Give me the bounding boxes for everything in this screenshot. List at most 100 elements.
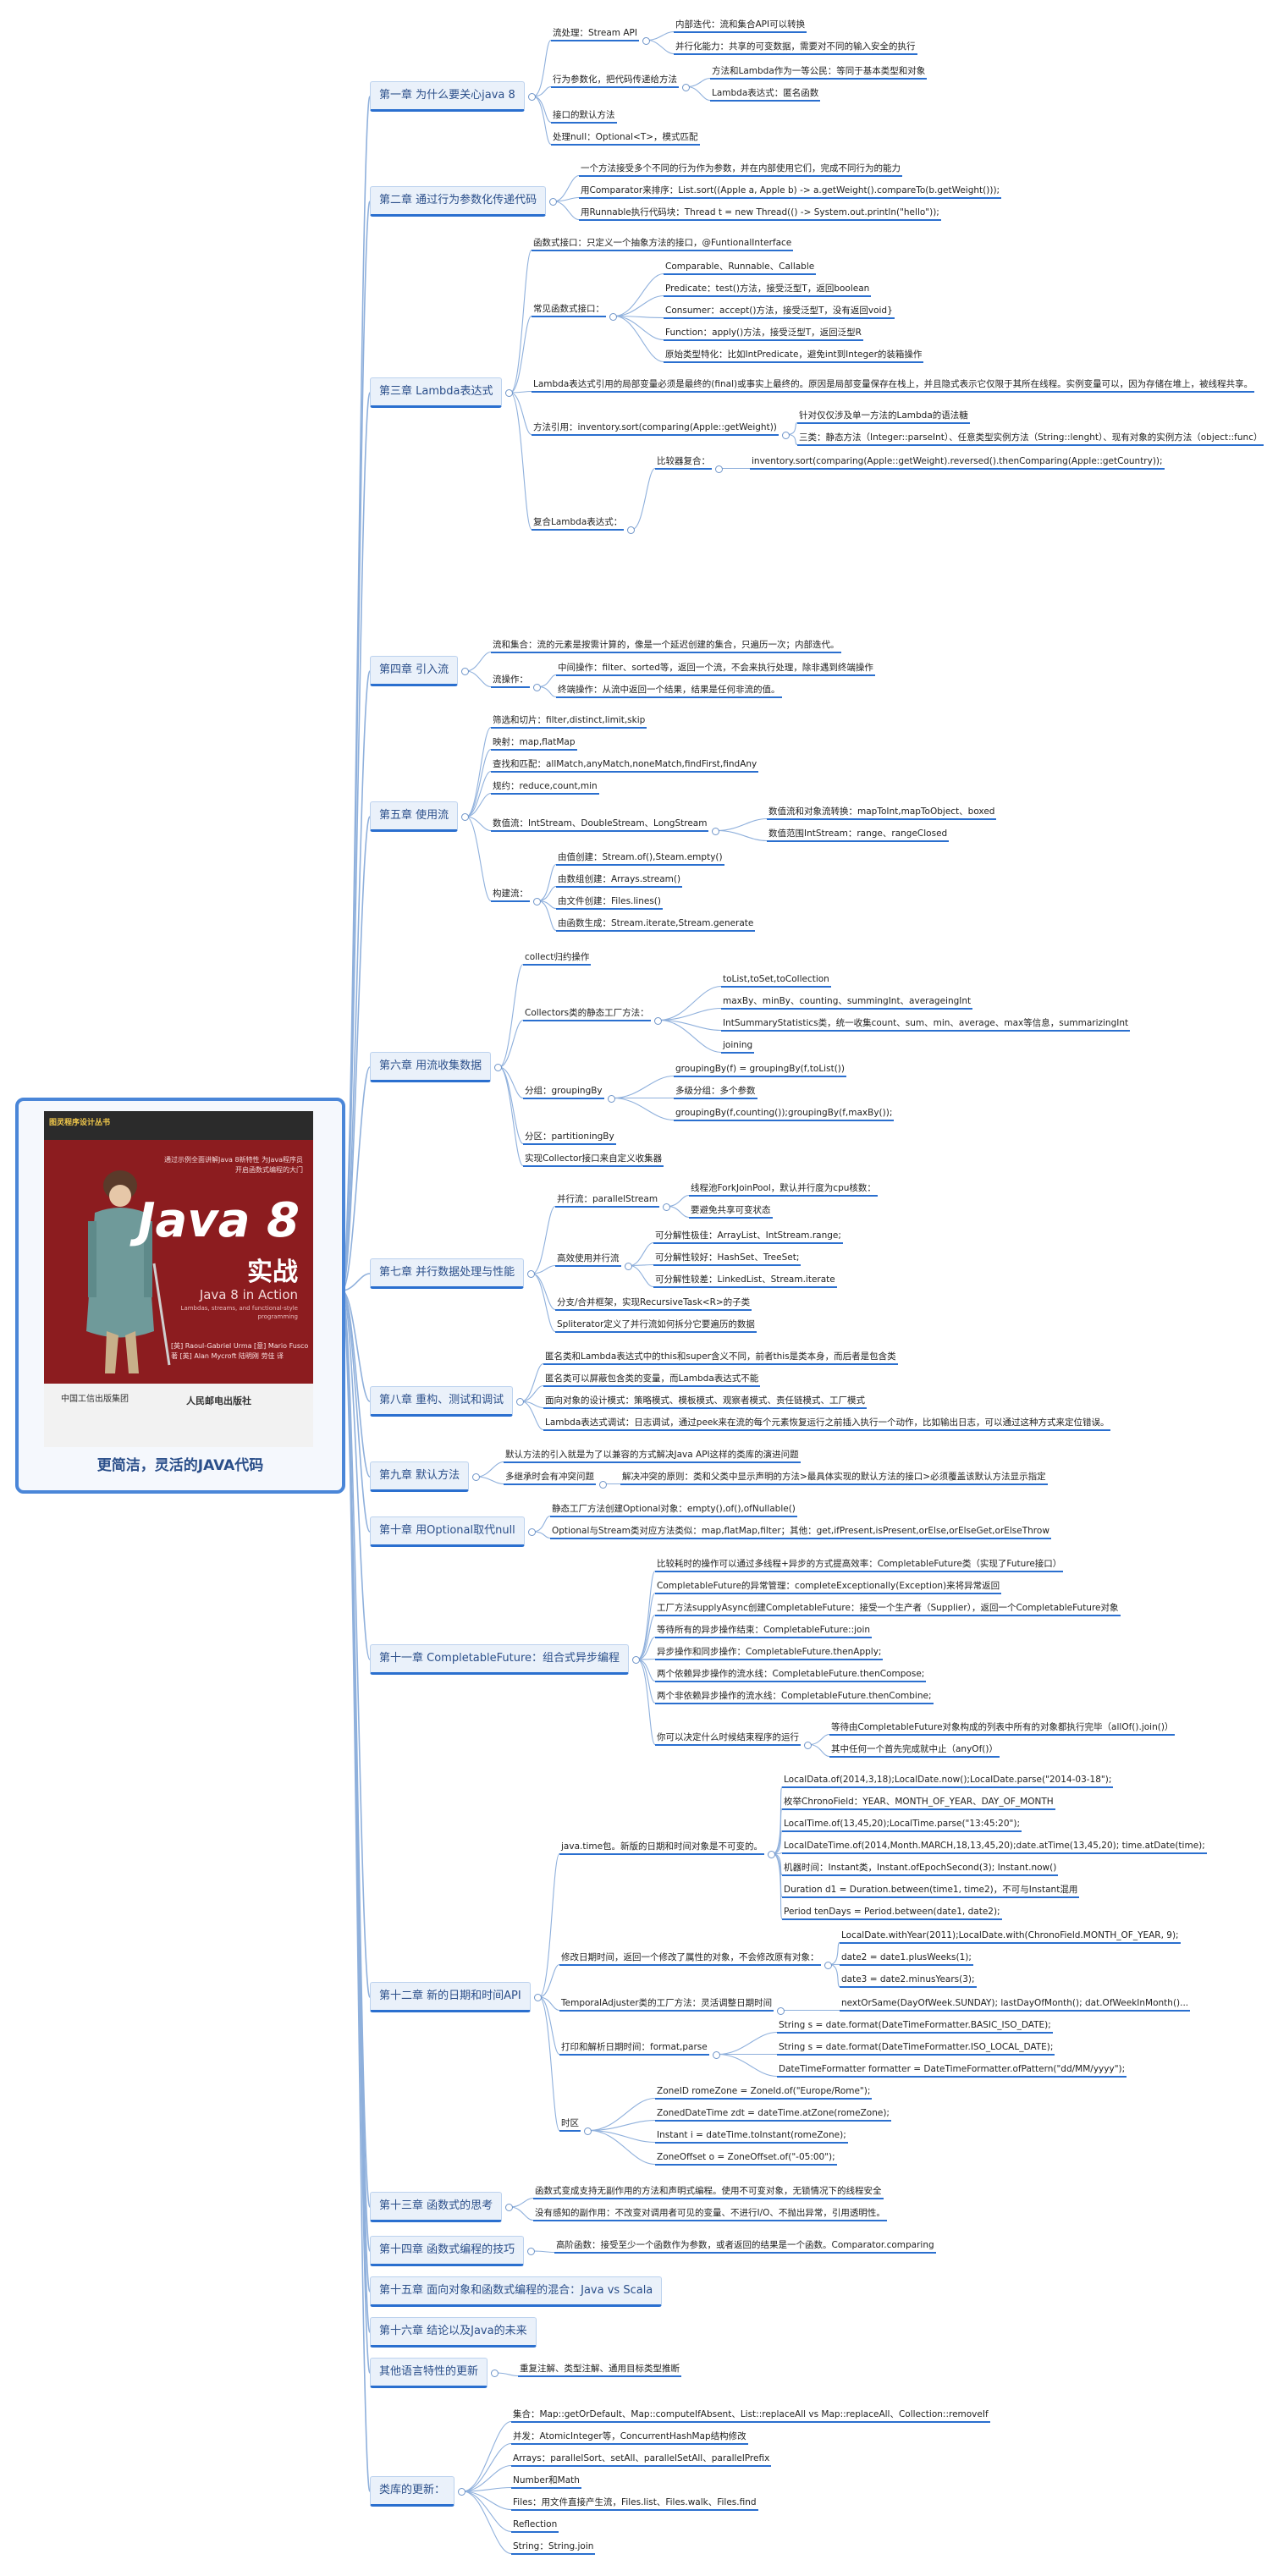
topic-node-3-1-0[interactable]: 中间操作：filter、sorted等，返回一个流，不会来执行处理，除非遇到终端…	[556, 662, 875, 676]
topic-node-11-4-2[interactable]: Instant i = dateTime.toInstant(romeZone)…	[655, 2129, 848, 2144]
collapse-toggle-icon[interactable]	[599, 1480, 607, 1489]
collapse-toggle-icon[interactable]	[584, 2127, 592, 2135]
topic-node-11-3-2[interactable]: DateTimeFormatter formatter = DateTimeFo…	[777, 2063, 1127, 2078]
topic-node-11-4-0[interactable]: ZoneID romeZone = ZoneId.of("Europe/Rome…	[655, 2085, 873, 2100]
topic-node-2-3-0[interactable]: 针对仅仅涉及单一方法的Lambda的语法糖	[797, 410, 970, 424]
topic-node-12-1[interactable]: 没有感知的副作用：不改变对调用者可见的变量、不进行I/O、不抛出异常，引用透明性…	[533, 2207, 887, 2221]
collapse-toggle-icon[interactable]	[505, 389, 513, 397]
topic-node-11-2[interactable]: TemporalAdjuster类的工厂方法：灵活调整日期时间	[559, 1997, 774, 2012]
topic-node-12-0[interactable]: 函数式变成支持无副作用的方法和声明式编程。使用不可变对象，无锁情况下的线程安全	[533, 2185, 884, 2199]
topic-node-17-2[interactable]: Arrays：parallelSort、setAll、parallelSetAl…	[511, 2452, 772, 2467]
topic-node-2-1-3[interactable]: Function：apply()方法，接受泛型T，返回泛型R	[664, 327, 863, 341]
topic-node-6-0-0[interactable]: 线程池ForkJoinPool，默认并行度为cpu核数：	[689, 1182, 878, 1197]
topic-node-17-6[interactable]: String：String.join	[511, 2540, 596, 2555]
collapse-toggle-icon[interactable]	[527, 2248, 535, 2255]
chapter-node-18[interactable]: 类库的更新：	[370, 2476, 455, 2507]
collapse-toggle-icon[interactable]	[491, 2370, 499, 2377]
collapse-toggle-icon[interactable]	[777, 2006, 785, 2015]
topic-node-2-1-0[interactable]: Comparable、Runnable、Callable	[664, 261, 817, 275]
root-node[interactable]: 图灵程序设计丛书 通过示例全面讲解Java 8新特性 为Java程序员开启函数式…	[15, 1098, 345, 1494]
topic-node-6-1[interactable]: 高效使用并行流	[555, 1252, 621, 1267]
topic-node-11-1-0[interactable]: LocalDate.withYear(2011);LocalDate.with(…	[840, 1929, 1181, 1944]
collapse-toggle-icon[interactable]	[461, 668, 469, 675]
topic-node-4-3[interactable]: 规约：reduce,count,min	[491, 780, 599, 795]
chapter-node-3[interactable]: 第三章 Lambda表达式	[370, 377, 503, 408]
topic-node-11-0-5[interactable]: Duration d1 = Duration.between(time1, ti…	[782, 1884, 1080, 1898]
chapter-node-17[interactable]: 其他语言特性的更新	[370, 2358, 488, 2388]
topic-node-6-0[interactable]: 并行流：parallelStream	[555, 1193, 660, 1208]
topic-node-8-1-0[interactable]: 解决冲突的原则：类和父类中显示声明的方法>最具体实现的默认方法的接口>必须覆盖该…	[620, 1471, 1048, 1485]
topic-node-5-1[interactable]: Collectors类的静态工厂方法：	[523, 1007, 651, 1021]
topic-node-11-0-3[interactable]: LocalDateTime.of(2014,Month.MARCH,18,13,…	[782, 1840, 1207, 1854]
topic-node-10-4[interactable]: 异步操作和同步操作：CompletableFuture.thenApply;	[655, 1646, 884, 1660]
topic-node-11-1-1[interactable]: date2 = date1.plusWeeks(1);	[840, 1951, 973, 1966]
topic-node-4-4[interactable]: 数值流：IntStream、DoubleStream、LongStream	[491, 817, 709, 832]
topic-node-10-3[interactable]: 等待所有的异步操作结束：CompletableFuture::join	[655, 1624, 873, 1638]
collapse-toggle-icon[interactable]	[627, 526, 635, 534]
topic-node-0-1[interactable]: 行为参数化，把代码传递给方法	[551, 74, 679, 88]
topic-node-11-3-1[interactable]: String s = date.format(DateTimeFormatter…	[777, 2041, 1055, 2056]
collapse-toggle-icon[interactable]	[654, 1016, 662, 1025]
topic-node-5-3[interactable]: 分区：partitioningBy	[523, 1131, 616, 1145]
topic-node-6-1-1[interactable]: 可分解性较好：HashSet、TreeSet;	[653, 1252, 802, 1266]
topic-node-11-2-0[interactable]: nextOrSame(DayOfWeek.SUNDAY); lastDayOfM…	[840, 1997, 1191, 2012]
topic-node-17-4[interactable]: Files：用文件直接产生流，Files.list、Files.walk、Fil…	[511, 2496, 758, 2511]
topic-node-2-0[interactable]: 函数式接口：只定义一个抽象方法的接口，@FuntionalInterface	[532, 237, 794, 251]
topic-node-0-1-1[interactable]: Lambda表达式：匿名函数	[710, 87, 821, 102]
topic-node-1-2[interactable]: 用Runnable执行代码块：Thread t = new Thread(() …	[579, 206, 941, 221]
topic-node-6-1-2[interactable]: 可分解性较差：LinkedList、Stream.iterate	[653, 1274, 837, 1288]
collapse-toggle-icon[interactable]	[782, 431, 790, 439]
topic-node-10-5[interactable]: 两个依赖异步操作的流水线：CompletableFuture.thenCompo…	[655, 1668, 927, 1682]
topic-node-5-2-0[interactable]: groupingBy(f) = groupingBy(f,toList())	[674, 1063, 846, 1077]
topic-node-17-1[interactable]: 并发：AtomicInteger等，ConcurrentHashMap结构修改	[511, 2430, 748, 2445]
topic-node-1-0[interactable]: 一个方法接受多个不同的行为作为参数，并在内部使用它们，完成不同行为的能力	[579, 162, 902, 177]
topic-node-0-2[interactable]: 接口的默认方法	[551, 109, 617, 124]
topic-node-2-1-2[interactable]: Consumer：accept()方法，接受泛型T，没有返回void}	[664, 305, 895, 319]
topic-node-5-1-3[interactable]: joining	[721, 1039, 755, 1054]
topic-node-10-7[interactable]: 你可以决定什么时候结束程序的运行	[655, 1731, 801, 1746]
topic-node-4-2[interactable]: 查找和匹配：allMatch,anyMatch,noneMatch,findFi…	[491, 758, 759, 773]
collapse-toggle-icon[interactable]	[768, 1850, 775, 1858]
collapse-toggle-icon[interactable]	[461, 813, 469, 821]
topic-node-2-4-0-0[interactable]: inventory.sort(comparing(Apple::getWeigh…	[750, 455, 1165, 470]
chapter-node-15[interactable]: 第十五章 面向对象和函数式编程的混合：Java vs Scala	[370, 2276, 663, 2307]
topic-node-5-1-1[interactable]: maxBy、minBy、counting、summingInt、averagei…	[721, 995, 973, 1010]
topic-node-11-1[interactable]: 修改日期时间，返回一个修改了属性的对象，不会修改原有对象：	[559, 1951, 821, 1966]
chapter-node-6[interactable]: 第六章 用流收集数据	[370, 1052, 492, 1082]
topic-node-2-4[interactable]: 复合Lambda表达式：	[532, 516, 625, 531]
topic-node-3-1-1[interactable]: 终端操作：从流中返回一个结果，结果是任何非流的值。	[556, 684, 782, 698]
collapse-toggle-icon[interactable]	[534, 1994, 542, 2001]
topic-node-11-3[interactable]: 打印和解析日期时间：format,parse	[559, 2041, 709, 2056]
topic-node-3-0[interactable]: 流和集合：流的元素是按需计算的，像是一个延迟创建的集合，只遍历一次；内部迭代。	[491, 639, 841, 653]
topic-node-5-1-2[interactable]: IntSummaryStatistics类，统一收集count、sum、min、…	[721, 1017, 1131, 1032]
topic-node-11-4-1[interactable]: ZonedDateTime zdt = dateTime.atZone(rome…	[655, 2107, 891, 2122]
collapse-toggle-icon[interactable]	[494, 1064, 502, 1071]
topic-node-4-5-3[interactable]: 由函数生成：Stream.iterate,Stream.generate	[556, 917, 756, 932]
topic-node-8-0[interactable]: 默认方法的引入就是为了以兼容的方式解决Java API这样的类库的演进问题	[504, 1449, 801, 1463]
topic-node-11-0-6[interactable]: Period tenDays = Period.between(date1, d…	[782, 1906, 1002, 1920]
collapse-toggle-icon[interactable]	[527, 1270, 535, 1278]
topic-node-2-3[interactable]: 方法引用：inventory.sort(comparing(Apple::get…	[532, 421, 779, 436]
topic-node-16-0[interactable]: 重复注解、类型注解、通用目标类型推断	[518, 2363, 681, 2377]
topic-node-5-1-0[interactable]: toList,toSet,toCollection	[721, 973, 831, 988]
topic-node-6-0-1[interactable]: 要避免共享可变状态	[689, 1204, 773, 1219]
topic-node-5-2-1[interactable]: 多级分组：多个参数	[674, 1085, 757, 1099]
collapse-toggle-icon[interactable]	[549, 198, 557, 206]
collapse-toggle-icon[interactable]	[608, 1094, 615, 1103]
collapse-toggle-icon[interactable]	[712, 827, 719, 835]
chapter-node-10[interactable]: 第十章 用Optional取代null	[370, 1516, 525, 1547]
topic-node-11-0-1[interactable]: 枚举ChronoField：YEAR、MONTH_OF_YEAR、DAY_OF_…	[782, 1796, 1055, 1810]
topic-node-4-5-1[interactable]: 由数组创建：Arrays.stream()	[556, 873, 683, 888]
collapse-toggle-icon[interactable]	[533, 897, 541, 905]
collapse-toggle-icon[interactable]	[609, 312, 617, 321]
topic-node-0-0-0[interactable]: 内部迭代：流和集合API可以转换	[674, 19, 807, 33]
topic-node-10-1[interactable]: CompletableFuture的异常管理：completeException…	[655, 1580, 1002, 1594]
topic-node-5-0[interactable]: collect归约操作	[523, 951, 592, 966]
chapter-node-9[interactable]: 第九章 默认方法	[370, 1461, 470, 1492]
collapse-toggle-icon[interactable]	[516, 1398, 524, 1406]
topic-node-10-2[interactable]: 工厂方法supplyAsync创建CompletableFuture：接受一个生…	[655, 1602, 1121, 1616]
chapter-node-4[interactable]: 第四章 引入流	[370, 656, 459, 686]
collapse-toggle-icon[interactable]	[528, 93, 536, 101]
topic-node-17-5[interactable]: Reflection	[511, 2518, 559, 2533]
topic-node-6-1-0[interactable]: 可分解性极佳：ArrayList、IntStream.range;	[653, 1230, 843, 1244]
